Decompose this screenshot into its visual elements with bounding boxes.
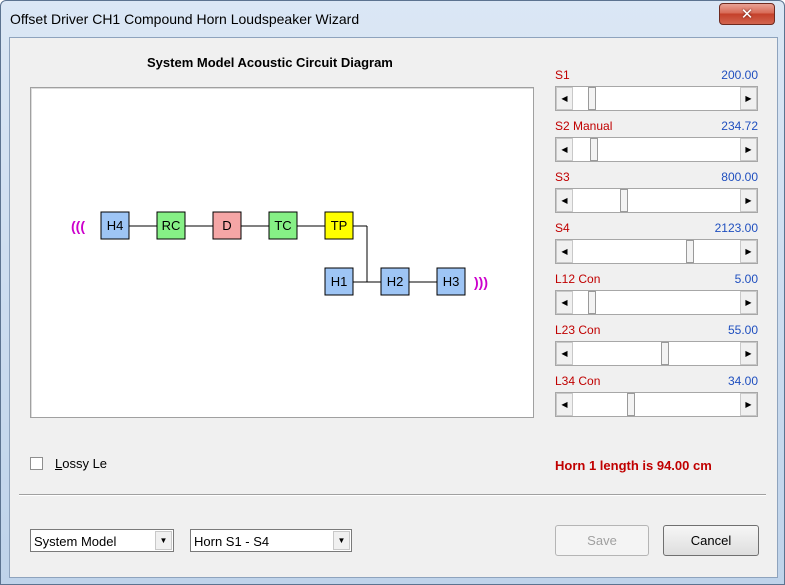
chevron-down-icon[interactable]: ▼ bbox=[333, 531, 350, 550]
scroll-left-icon[interactable]: ◀ bbox=[556, 393, 573, 416]
circuit-diagram-panel: H4 RC D TC TP bbox=[30, 87, 534, 418]
horn-length-message: Horn 1 length is 94.00 cm bbox=[555, 458, 712, 473]
slider-l23-value: 55.00 bbox=[727, 323, 758, 337]
scroll-left-icon[interactable]: ◀ bbox=[556, 240, 573, 263]
node-tc: TC bbox=[268, 211, 298, 240]
slider-s1: S1 200.00 ◀ ▶ bbox=[555, 68, 758, 111]
slider-l34-value: 34.00 bbox=[727, 374, 758, 388]
scroll-right-icon[interactable]: ▶ bbox=[740, 291, 757, 314]
chevron-down-icon[interactable]: ▼ bbox=[155, 531, 172, 550]
slider-s4-thumb[interactable] bbox=[686, 240, 694, 263]
node-h4-label: H4 bbox=[107, 218, 124, 233]
slider-s2-scrollbar[interactable]: ◀ ▶ bbox=[555, 137, 758, 162]
separator bbox=[19, 494, 766, 496]
node-h2-label: H2 bbox=[387, 274, 404, 289]
cancel-button[interactable]: Cancel bbox=[663, 525, 759, 556]
slider-s4-scrollbar[interactable]: ◀ ▶ bbox=[555, 239, 758, 264]
scroll-left-icon[interactable]: ◀ bbox=[556, 138, 573, 161]
lossy-le-label: Lossy Le bbox=[55, 456, 107, 471]
slider-s4: S4 2123.00 ◀ ▶ bbox=[555, 221, 758, 264]
node-h3-label: H3 bbox=[443, 274, 460, 289]
node-h1: H1 bbox=[324, 267, 354, 296]
dialog-client: System Model Acoustic Circuit Diagram H4 bbox=[9, 37, 778, 578]
scroll-right-icon[interactable]: ▶ bbox=[740, 342, 757, 365]
slider-l34-thumb[interactable] bbox=[627, 393, 635, 416]
save-button[interactable]: Save bbox=[555, 525, 649, 556]
horn-select[interactable]: Horn S1 - S4 ▼ bbox=[190, 529, 352, 552]
circuit-diagram: H4 RC D TC TP bbox=[71, 211, 488, 296]
scroll-left-icon[interactable]: ◀ bbox=[556, 189, 573, 212]
slider-l23: L23 Con 55.00 ◀ ▶ bbox=[555, 323, 758, 366]
node-h3: H3 bbox=[436, 267, 466, 296]
slider-l12: L12 Con 5.00 ◀ ▶ bbox=[555, 272, 758, 315]
slider-l12-label: L12 Con bbox=[555, 272, 601, 286]
scroll-right-icon[interactable]: ▶ bbox=[740, 87, 757, 110]
node-tp-label: TP bbox=[331, 218, 348, 233]
node-d-label: D bbox=[222, 218, 231, 233]
lossy-le-checkbox[interactable] bbox=[30, 457, 43, 470]
slider-l12-scrollbar[interactable]: ◀ ▶ bbox=[555, 290, 758, 315]
slider-l34-scrollbar[interactable]: ◀ ▶ bbox=[555, 392, 758, 417]
slider-l23-label: L23 Con bbox=[555, 323, 601, 337]
lossy-le-option[interactable]: Lossy Le bbox=[30, 456, 107, 471]
node-rc-label: RC bbox=[162, 218, 181, 233]
slider-s1-label: S1 bbox=[555, 68, 570, 82]
slider-s1-scrollbar[interactable]: ◀ ▶ bbox=[555, 86, 758, 111]
slider-s3-label: S3 bbox=[555, 170, 570, 184]
slider-s3-scrollbar[interactable]: ◀ ▶ bbox=[555, 188, 758, 213]
node-rc: RC bbox=[156, 211, 186, 240]
slider-s2-thumb[interactable] bbox=[590, 138, 598, 161]
slider-s1-thumb[interactable] bbox=[588, 87, 596, 110]
slider-l34-label: L34 Con bbox=[555, 374, 601, 388]
slider-s2-value: 234.72 bbox=[721, 119, 758, 133]
slider-l12-value: 5.00 bbox=[734, 272, 758, 286]
close-icon: ✕ bbox=[740, 5, 754, 23]
node-h1-label: H1 bbox=[331, 274, 348, 289]
slider-s3-thumb[interactable] bbox=[620, 189, 628, 212]
scroll-right-icon[interactable]: ▶ bbox=[740, 138, 757, 161]
slider-s3-value: 800.00 bbox=[721, 170, 758, 184]
slider-l23-thumb[interactable] bbox=[661, 342, 669, 365]
slider-s1-value: 200.00 bbox=[721, 68, 758, 82]
model-select[interactable]: System Model ▼ bbox=[30, 529, 174, 552]
slider-l23-scrollbar[interactable]: ◀ ▶ bbox=[555, 341, 758, 366]
window-title: Offset Driver CH1 Compound Horn Loudspea… bbox=[10, 11, 360, 27]
scroll-right-icon[interactable]: ▶ bbox=[740, 393, 757, 416]
scroll-right-icon[interactable]: ▶ bbox=[740, 189, 757, 212]
node-h2: H2 bbox=[380, 267, 410, 296]
node-h4: H4 bbox=[100, 211, 130, 240]
sound-wave-right-icon: ))) bbox=[474, 274, 488, 290]
title-bar: Offset Driver CH1 Compound Horn Loudspea… bbox=[1, 1, 784, 37]
slider-s3: S3 800.00 ◀ ▶ bbox=[555, 170, 758, 213]
close-button[interactable]: ✕ bbox=[719, 3, 775, 25]
lossy-le-mnemonic: L bbox=[55, 456, 63, 471]
slider-l12-thumb[interactable] bbox=[588, 291, 596, 314]
slider-s2: S2 Manual 234.72 ◀ ▶ bbox=[555, 119, 758, 162]
diagram-title: System Model Acoustic Circuit Diagram bbox=[147, 55, 393, 70]
scroll-left-icon[interactable]: ◀ bbox=[556, 87, 573, 110]
node-tc-label: TC bbox=[274, 218, 291, 233]
scroll-left-icon[interactable]: ◀ bbox=[556, 291, 573, 314]
slider-s2-label: S2 Manual bbox=[555, 119, 613, 133]
model-select-value: System Model bbox=[34, 534, 117, 549]
horn-select-value: Horn S1 - S4 bbox=[194, 534, 270, 549]
lossy-le-label-rest: ossy Le bbox=[62, 456, 108, 471]
node-d: D bbox=[212, 211, 242, 240]
scroll-left-icon[interactable]: ◀ bbox=[556, 342, 573, 365]
sound-wave-left-icon: ((( bbox=[71, 218, 85, 234]
node-tp: TP bbox=[324, 211, 354, 240]
scroll-right-icon[interactable]: ▶ bbox=[740, 240, 757, 263]
slider-s4-value: 2123.00 bbox=[714, 221, 758, 235]
slider-s4-label: S4 bbox=[555, 221, 570, 235]
slider-l34: L34 Con 34.00 ◀ ▶ bbox=[555, 374, 758, 417]
